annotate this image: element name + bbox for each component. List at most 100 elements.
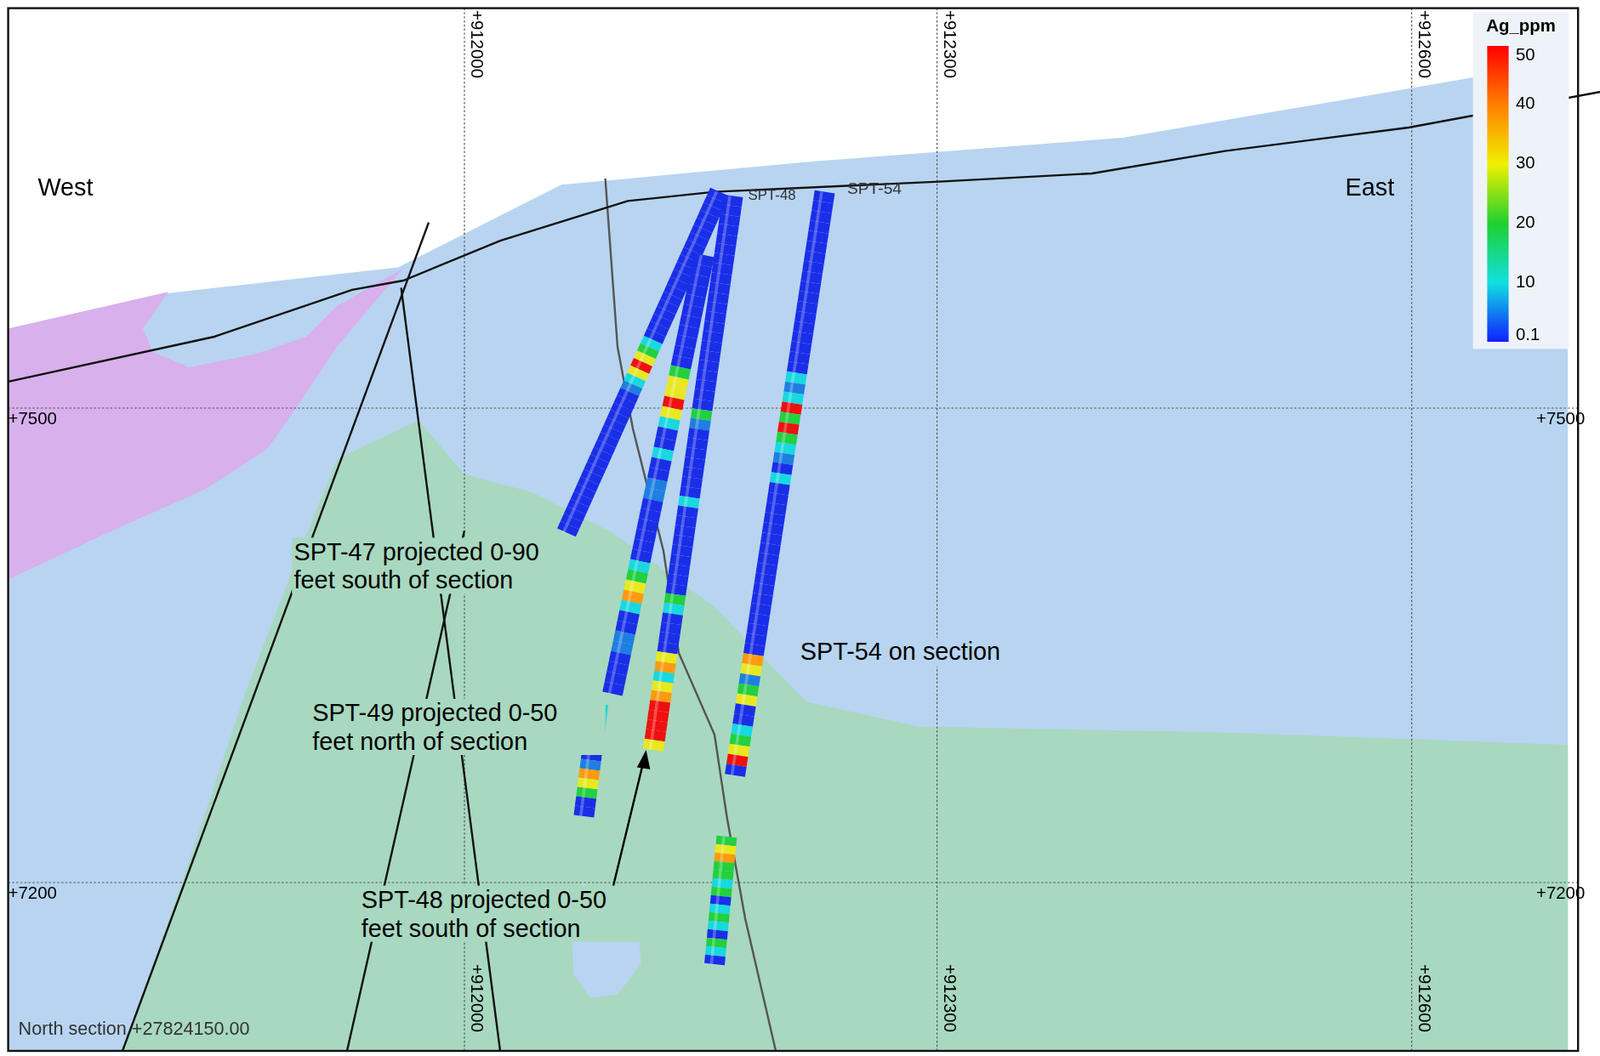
assay-band: [695, 285, 699, 297]
text-label: SPT-54 on section: [797, 637, 1003, 667]
assay-band: [688, 497, 690, 507]
assay-band: [692, 467, 695, 478]
assay-band: [720, 273, 723, 284]
assay-band: [632, 592, 635, 603]
blue-unit: [8, 61, 1569, 1052]
legend-panel: [1473, 11, 1570, 349]
assay-band: [734, 765, 737, 776]
text-label: +7500: [8, 409, 57, 429]
hole-annotation: SPT-49 projected 0-50 feet north of sect…: [310, 699, 606, 756]
assay-band: [723, 254, 725, 264]
text-label: West: [37, 173, 93, 202]
assay-band: [791, 392, 794, 404]
assay-band: [713, 322, 716, 332]
assay-band: [798, 353, 801, 364]
color-bar: [1486, 45, 1509, 342]
tube-highlight: [563, 192, 717, 534]
assay-band: [821, 201, 824, 212]
assay-band: [753, 644, 756, 655]
assay-band: [714, 845, 736, 855]
frame: [8, 8, 1579, 1052]
assay-band: [644, 530, 648, 541]
assay-band: [619, 653, 622, 664]
assay-band: [668, 633, 671, 644]
assay-band: [697, 275, 701, 286]
assay-band: [747, 684, 750, 695]
assay-band: [703, 390, 706, 400]
assay-band: [711, 888, 733, 897]
assay-band: [583, 807, 585, 817]
assay-band: [705, 947, 727, 957]
assay-band: [823, 192, 826, 203]
assay-band: [670, 408, 673, 419]
assay-band: [678, 367, 682, 378]
assay-band: [797, 363, 799, 374]
assay-band: [660, 691, 662, 701]
grid-coordinate: +912000: [466, 964, 487, 1033]
assay-band: [585, 797, 587, 808]
assay-band: [718, 283, 721, 293]
assay-band: [670, 623, 672, 633]
assay-band: [659, 459, 662, 470]
text-label: East: [1345, 173, 1396, 202]
assay-band: [588, 769, 590, 780]
assay-band: [664, 662, 667, 672]
assay-band: [701, 399, 704, 410]
text-label: North section +27824150.00: [18, 1019, 251, 1041]
assay-band: [661, 682, 664, 692]
assay-band: [816, 232, 819, 243]
assay-band: [704, 956, 726, 965]
assay-band: [755, 634, 758, 645]
green-unit: [122, 420, 1568, 1052]
assay-band: [671, 614, 673, 624]
grid-coordinate: +912600: [1414, 964, 1435, 1033]
assay-band: [706, 370, 708, 381]
grid-coordinate: +912300: [939, 10, 960, 79]
assay-band: [663, 438, 667, 450]
tube-highlight: [649, 195, 730, 751]
assay-band: [710, 896, 732, 906]
assay-band: [793, 382, 796, 393]
assay-band: [666, 428, 669, 439]
assay-band: [649, 510, 652, 521]
assay-band: [623, 632, 627, 644]
assay-band: [708, 913, 730, 923]
assay-band: [814, 252, 816, 263]
assay-band: [715, 837, 737, 846]
tube-highlight: [711, 837, 724, 965]
assay-band: [637, 561, 641, 572]
assay-band: [757, 614, 760, 626]
assay-band: [640, 551, 644, 562]
assay-band: [636, 571, 639, 582]
assay-band: [687, 326, 690, 337]
assay-band: [667, 418, 671, 429]
assay-band: [808, 282, 811, 293]
assay-band: [742, 715, 745, 726]
assay-band: [711, 331, 714, 342]
assay-band: [653, 489, 656, 501]
assay-band: [782, 453, 785, 464]
assay-band: [806, 302, 809, 314]
assay-band: [768, 544, 771, 555]
assay-band: [677, 575, 679, 585]
assay-band: [787, 423, 790, 434]
assay-band: [653, 740, 655, 751]
assay-band: [791, 403, 793, 414]
assay-band: [672, 604, 675, 615]
assay-band: [717, 293, 720, 303]
assay-band: [721, 263, 724, 274]
assay-band: [799, 342, 802, 354]
assay-band: [689, 487, 692, 497]
assay-band: [710, 341, 712, 352]
assay-band: [707, 922, 729, 931]
assay-band: [706, 939, 728, 948]
assay-band: [789, 413, 792, 424]
assay-band: [666, 643, 669, 653]
assay-band: [748, 675, 751, 686]
assay-band: [674, 594, 677, 604]
text-label: 0.1: [1515, 324, 1540, 345]
assay-band: [724, 244, 727, 255]
assay-band: [612, 683, 615, 695]
assay-band: [694, 449, 697, 459]
assay-band: [705, 381, 707, 391]
